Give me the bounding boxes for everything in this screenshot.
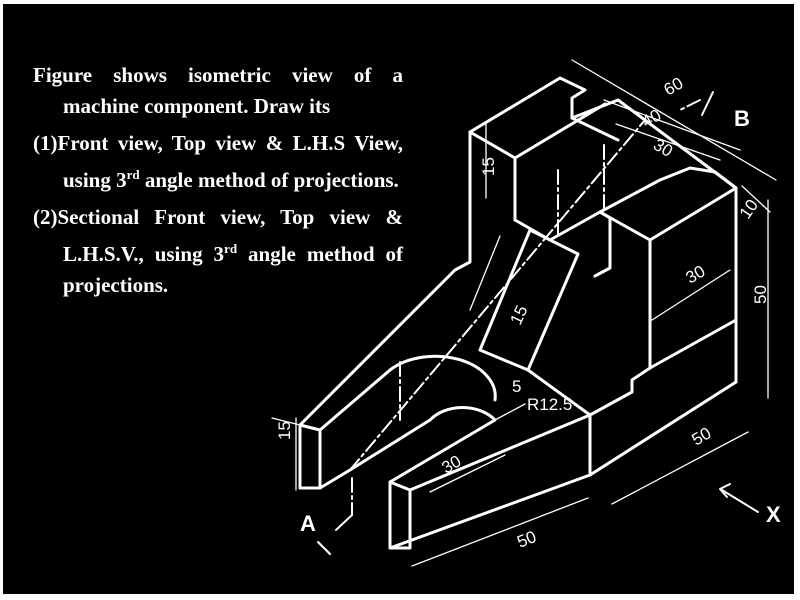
dim-50-bottom: 50 xyxy=(514,527,539,552)
section-label-a: A xyxy=(300,511,316,536)
item2-text-b: angle method of projections. xyxy=(63,242,403,297)
dim-50-right: 50 xyxy=(751,285,770,304)
dim-50-side: 50 xyxy=(689,424,715,450)
instruction-item-1: (1)Front view, Top view & L.H.S View, us… xyxy=(33,128,403,196)
dim-30-slot: 30 xyxy=(439,452,465,478)
dim-30-right: 30 xyxy=(683,262,709,288)
isometric-drawing: 60 40 30 10 15 30 50 15 5 R12.5 15 30 50… xyxy=(271,59,781,567)
dim-15-left: 15 xyxy=(275,421,294,440)
slide-canvas: 60 40 30 10 15 30 50 15 5 R12.5 15 30 50… xyxy=(3,4,794,594)
item1-text-a: (1)Front view, Top view & L.H.S View, us… xyxy=(33,131,403,192)
instruction-intro: Figure shows isometric view of a machine… xyxy=(33,63,403,118)
item2-text-a: (2)Sectional Front view, Top view & L.H.… xyxy=(33,205,403,266)
item1-text-b: angle method of projections. xyxy=(139,168,399,192)
dim-r12-5: R12.5 xyxy=(527,395,572,414)
direction-label-x: X xyxy=(766,502,781,527)
dimension-lines xyxy=(271,59,777,567)
instruction-text: Figure shows isometric view of a machine… xyxy=(33,60,403,301)
dim-15-top: 15 xyxy=(479,157,498,176)
instruction-item-2: (2)Sectional Front view, Top view & L.H.… xyxy=(33,202,403,301)
item2-superscript: rd xyxy=(224,241,238,256)
dim-40: 40 xyxy=(639,106,665,132)
dim-10: 10 xyxy=(736,196,762,222)
dim-5: 5 xyxy=(512,377,521,396)
item1-superscript: rd xyxy=(126,167,140,182)
section-label-b: B xyxy=(734,106,750,131)
dim-15-rib: 15 xyxy=(506,303,531,328)
object-outline xyxy=(298,76,738,550)
section-arrows xyxy=(317,91,759,555)
center-lines xyxy=(349,99,701,516)
dim-60: 60 xyxy=(661,74,687,100)
